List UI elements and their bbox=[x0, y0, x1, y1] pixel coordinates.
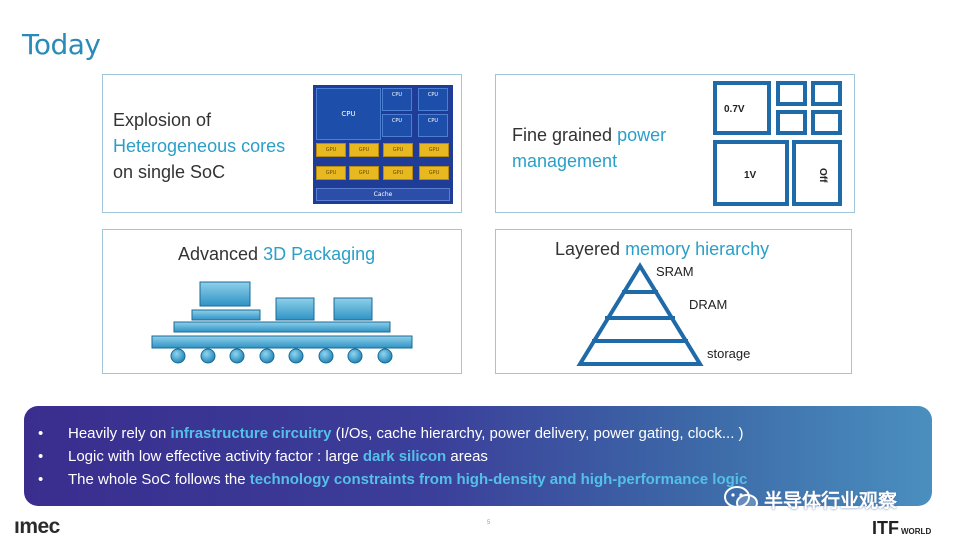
gpu-core: GPU bbox=[419, 143, 449, 157]
cpu-core-small: CPU bbox=[418, 88, 448, 111]
power-domain-small bbox=[776, 81, 807, 106]
power-domain-07v bbox=[713, 81, 771, 135]
cpu-core-small: CPU bbox=[382, 88, 412, 111]
3d-package-diagram bbox=[151, 281, 413, 364]
cpu-core-large: CPU bbox=[316, 88, 381, 140]
memory-highlight: memory hierarchy bbox=[625, 239, 770, 259]
bullet-text: (I/Os, cache hierarchy, power delivery, … bbox=[331, 425, 744, 442]
cpu-core-small: CPU bbox=[418, 114, 448, 137]
heterogeneous-text: Explosion of Heterogeneous cores on sing… bbox=[113, 107, 285, 185]
panel-memory-hierarchy bbox=[495, 229, 852, 374]
power-line1-highlight: power bbox=[617, 125, 667, 145]
memory-title: Layered memory hierarchy bbox=[555, 236, 769, 262]
itf-logo-text: ITF bbox=[872, 518, 899, 538]
power-domain-1v bbox=[713, 140, 789, 206]
itf-logo-world: WORLD bbox=[901, 527, 932, 536]
bullet-marker: • bbox=[38, 471, 44, 488]
bullet-marker: • bbox=[38, 448, 44, 465]
packaging-plain: Advanced bbox=[178, 244, 264, 264]
power-domains-diagram: 0.7V 1V Off bbox=[713, 81, 842, 206]
power-domain-small bbox=[811, 81, 842, 106]
packaging-highlight: 3D Packaging bbox=[263, 244, 376, 264]
wechat-watermark: 半导体行业观察 bbox=[722, 482, 932, 516]
memory-pyramid: SRAM DRAM storage bbox=[576, 262, 750, 366]
soc-chip-diagram: CPU CPU CPU CPU CPU GPU GPU GPU GPU GPU … bbox=[313, 85, 453, 204]
memory-level-storage: storage bbox=[707, 346, 750, 361]
page-number: 5 bbox=[487, 520, 491, 526]
power-line2-highlight: management bbox=[512, 151, 618, 171]
summary-box: • Heavily rely on infrastructure circuitr… bbox=[24, 406, 932, 506]
gpu-core: GPU bbox=[316, 166, 346, 180]
wechat-icon bbox=[724, 486, 758, 512]
heterogeneous-line2: Heterogeneous cores bbox=[113, 136, 286, 156]
label-0.7v: 0.7V bbox=[724, 104, 745, 115]
bullet-highlight: dark silicon bbox=[362, 448, 447, 465]
power-domain-off bbox=[792, 140, 842, 206]
slide-title: Today bbox=[22, 28, 101, 61]
packaging-title: Advanced 3D Packaging bbox=[178, 241, 375, 267]
gpu-core: GPU bbox=[383, 166, 413, 180]
bullet-marker: • bbox=[38, 425, 44, 442]
label-1v: 1V bbox=[744, 170, 757, 181]
bullet-item: • Heavily rely on infrastructure circuitr… bbox=[38, 425, 744, 442]
gpu-core: GPU bbox=[349, 143, 379, 157]
heterogeneous-line3: on single SoC bbox=[113, 162, 226, 182]
power-line1-plain: Fine grained bbox=[512, 125, 618, 145]
gpu-core: GPU bbox=[316, 143, 346, 157]
power-text: Fine grained power management bbox=[512, 122, 666, 174]
bullet-highlight: technology constraints from high-density… bbox=[249, 471, 748, 488]
memory-level-dram: DRAM bbox=[689, 297, 727, 312]
gpu-core: GPU bbox=[419, 166, 449, 180]
label-off: Off bbox=[817, 168, 828, 183]
gpu-core: GPU bbox=[349, 166, 379, 180]
watermark-text: 半导体行业观察 bbox=[764, 490, 898, 512]
bullet-highlight: infrastructure circuitry bbox=[170, 425, 332, 442]
power-domain-small bbox=[776, 110, 807, 135]
bullet-text: The whole SoC follows the bbox=[68, 471, 250, 488]
cache-block: Cache bbox=[316, 188, 450, 201]
bullet-text: Logic with low effective activity factor… bbox=[68, 448, 363, 465]
memory-level-sram: SRAM bbox=[656, 264, 694, 279]
bullet-item: • The whole SoC follows the technology co… bbox=[38, 471, 747, 488]
bullet-text: Heavily rely on bbox=[68, 425, 171, 442]
cpu-core-small: CPU bbox=[382, 114, 412, 137]
imec-logo: ımec bbox=[14, 515, 60, 538]
power-domain-small bbox=[811, 110, 842, 135]
heterogeneous-line1: Explosion of bbox=[113, 110, 212, 130]
gpu-core: GPU bbox=[383, 143, 413, 157]
bullet-text: areas bbox=[446, 448, 488, 465]
bullet-item: • Logic with low effective activity facto… bbox=[38, 448, 488, 465]
memory-plain: Layered bbox=[555, 239, 626, 259]
